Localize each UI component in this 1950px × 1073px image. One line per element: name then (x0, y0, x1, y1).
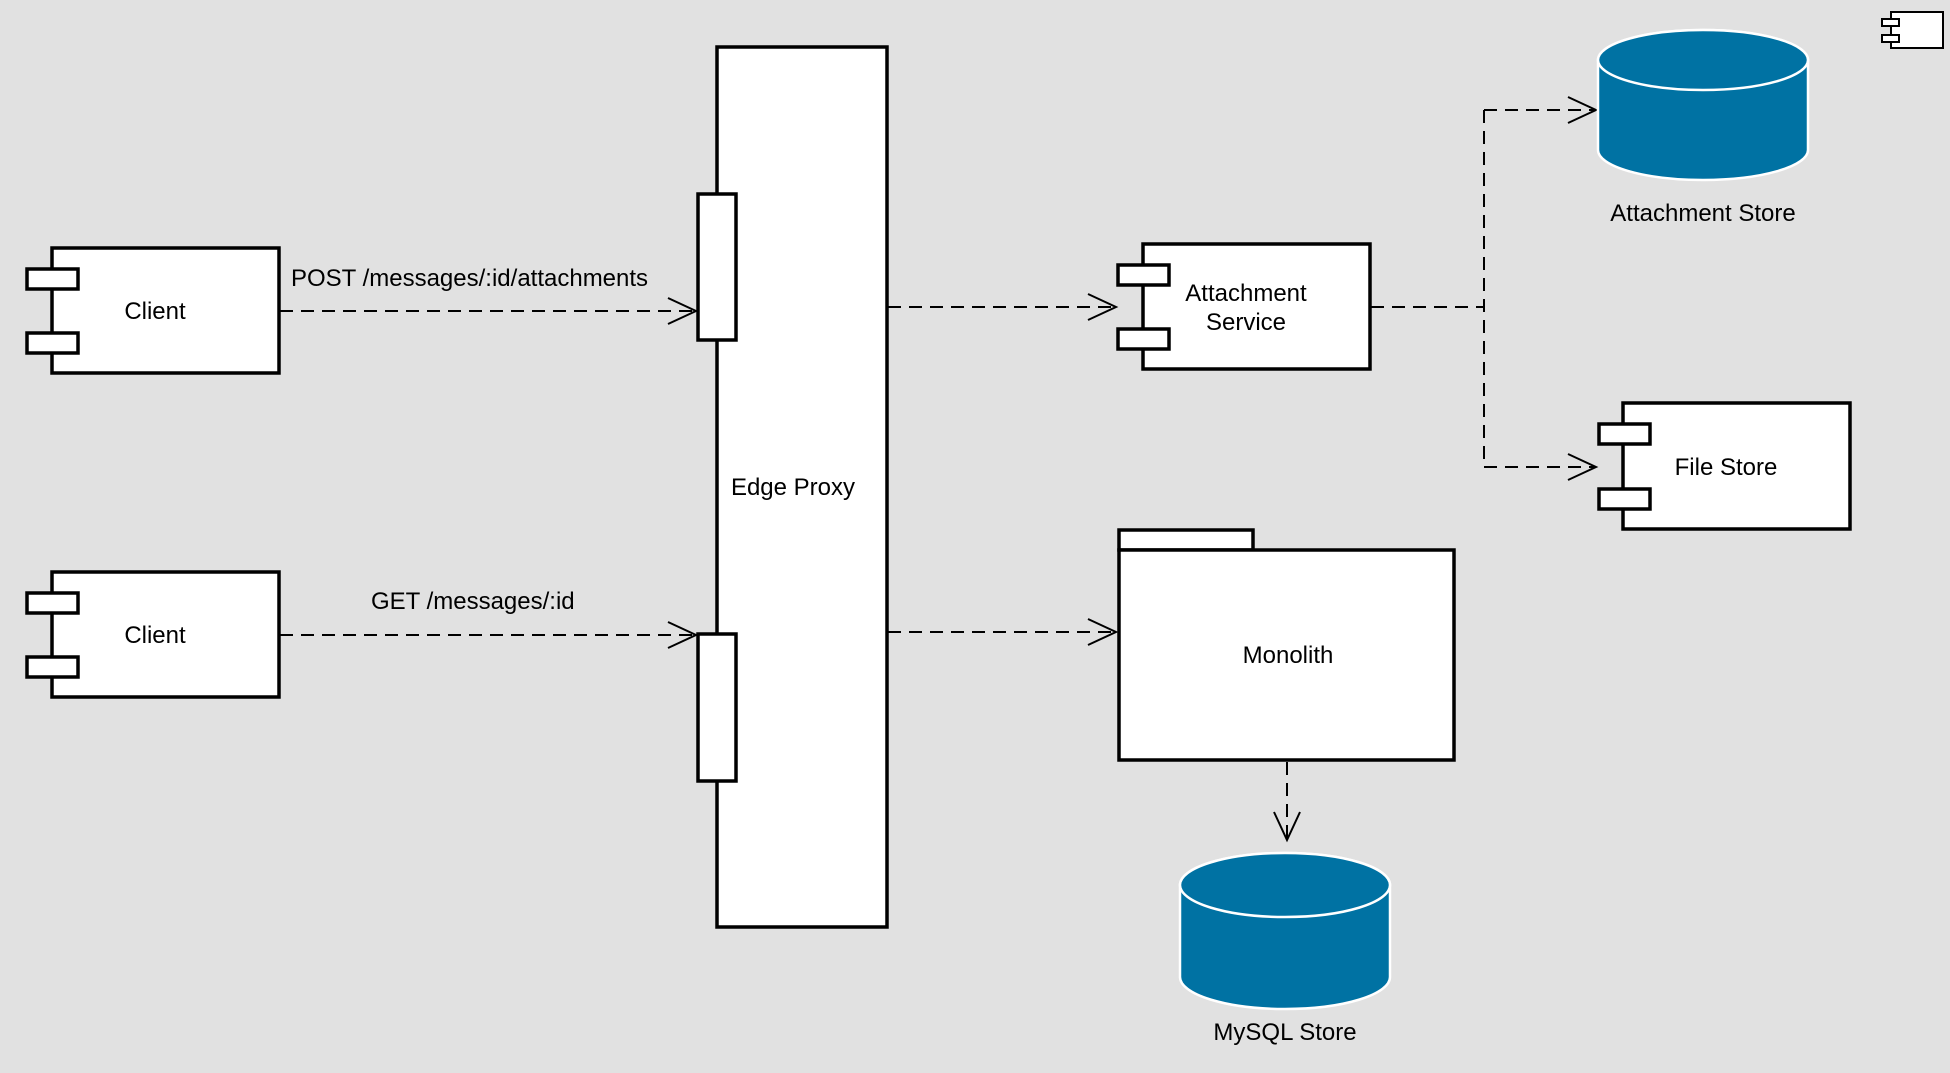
edge-proxy-to-attachment-service (888, 293, 1119, 321)
edge-label-get-message: GET /messages/:id (371, 588, 575, 615)
attachment-store-database[interactable]: Attachment Store (1596, 28, 1810, 227)
attachment-service-component[interactable]: Attachment Service (1116, 242, 1372, 371)
component-port (25, 655, 80, 679)
edge-proxy-label: Edge Proxy (731, 474, 855, 501)
client-top-component[interactable]: Client (25, 246, 281, 375)
component-port (1116, 263, 1171, 287)
component-port (25, 267, 80, 291)
client-top-label: Client (124, 298, 186, 325)
component-port (1116, 327, 1171, 351)
file-store-component[interactable]: File Store (1597, 401, 1852, 531)
file-store-label: File Store (1675, 454, 1778, 481)
component-port (25, 591, 80, 615)
attachment-service-label-line2: Service (1206, 309, 1286, 336)
monolith-package[interactable]: Monolith (1117, 528, 1456, 762)
component-port (1597, 422, 1652, 446)
component-port (25, 331, 80, 355)
client-bottom-label: Client (124, 622, 186, 649)
edge-label-post-attachments: POST /messages/:id/attachments (291, 265, 648, 292)
attachment-store-label: Attachment Store (1610, 200, 1795, 227)
mysql-store-database[interactable]: MySQL Store (1178, 851, 1392, 1046)
mysql-store-label: MySQL Store (1213, 1019, 1356, 1046)
edge-attachment-service-to-stores (1371, 96, 1599, 481)
monolith-label: Monolith (1243, 642, 1334, 669)
edge-client-top-to-proxy (280, 297, 699, 325)
edge-proxy-node[interactable]: Edge Proxy (696, 45, 889, 929)
edge-monolith-to-mysql (1273, 762, 1301, 843)
proxy-port-bottom (696, 632, 738, 783)
component-port (1597, 487, 1652, 511)
attachment-service-label-line1: Attachment (1185, 280, 1307, 307)
edge-proxy-to-monolith (888, 618, 1119, 646)
client-bottom-component[interactable]: Client (25, 570, 281, 699)
component-icon (1881, 11, 1944, 49)
edge-client-bottom-to-proxy (280, 621, 699, 649)
proxy-port-top (696, 192, 738, 342)
